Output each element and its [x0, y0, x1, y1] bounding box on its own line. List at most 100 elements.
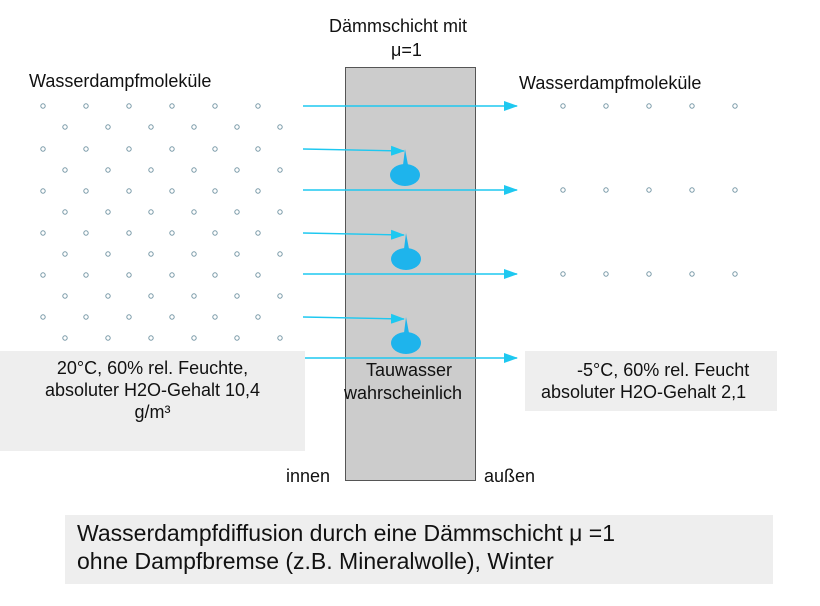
molecule-dot: [255, 188, 261, 194]
molecule-dot: [255, 146, 261, 152]
molecule-dot: [83, 272, 89, 278]
molecule-dot: [126, 230, 132, 236]
molecule-dot: [40, 230, 46, 236]
molecule-dot: [603, 103, 609, 109]
molecule-dot: [191, 124, 197, 130]
condensation-line1: Tauwasser: [366, 360, 453, 380]
molecule-dot: [126, 146, 132, 152]
molecule-dot: [646, 271, 652, 277]
molecule-dot: [191, 209, 197, 215]
inside-label: innen: [286, 466, 331, 486]
left-conditions-box: 20°C, 60% rel. Feuchte, absoluter H2O-Ge…: [0, 351, 305, 451]
right-molecules-label: Wasserdampfmoleküle: [519, 73, 702, 93]
water-droplet: [391, 248, 421, 270]
molecule-dot: [277, 293, 283, 299]
molecule-dot: [126, 272, 132, 278]
molecule-dot: [689, 103, 695, 109]
molecule-dot: [40, 103, 46, 109]
molecule-dot: [689, 187, 695, 193]
molecule-dot: [148, 209, 154, 215]
left-conditions-line2: absoluter H2O-Gehalt 10,4: [44, 380, 261, 400]
molecule-dot: [732, 187, 738, 193]
molecule-dot: [212, 314, 218, 320]
droplet-tail: [404, 233, 409, 249]
molecule-dot: [148, 167, 154, 173]
molecule-dot: [234, 251, 240, 257]
molecule-dot: [603, 271, 609, 277]
molecule-dot: [560, 271, 566, 277]
molecule-dot: [234, 124, 240, 130]
left-conditions-line3: g/m³: [134, 402, 171, 422]
molecule-dot: [255, 314, 261, 320]
molecule-dot: [732, 103, 738, 109]
molecule-dot: [62, 293, 68, 299]
right-conditions-box: -5°C, 60% rel. Feucht absoluter H2O-Geha…: [525, 351, 777, 411]
molecule-dot: [212, 146, 218, 152]
molecule-dot: [277, 335, 283, 341]
condensation-arrow: [302, 313, 405, 324]
molecule-dot: [255, 272, 261, 278]
molecule-dot: [148, 251, 154, 257]
molecule-dot: [255, 103, 261, 109]
molecule-dot: [277, 124, 283, 130]
molecule-dot: [169, 146, 175, 152]
molecule-dot: [169, 272, 175, 278]
left-molecules-label: Wasserdampfmoleküle: [29, 71, 212, 91]
molecule-dot: [83, 146, 89, 152]
molecule-dot: [105, 209, 111, 215]
outside-label: außen: [484, 466, 536, 486]
droplet-tail: [404, 317, 409, 333]
molecule-dot: [169, 103, 175, 109]
molecule-dot: [560, 187, 566, 193]
right-conditions-line1: -5°C, 60% rel. Feucht: [577, 360, 750, 380]
molecule-dot: [234, 335, 240, 341]
molecule-dot: [126, 103, 132, 109]
molecule-dot: [234, 209, 240, 215]
droplet-tail: [403, 149, 408, 165]
molecule-dot: [212, 230, 218, 236]
molecule-dot: [277, 167, 283, 173]
molecule-dot: [62, 167, 68, 173]
molecule-dot: [105, 293, 111, 299]
molecule-dot: [83, 188, 89, 194]
molecule-dot: [191, 335, 197, 341]
molecule-dot: [83, 230, 89, 236]
molecule-dot: [212, 188, 218, 194]
right-conditions-line2: absoluter H2O-Gehalt 2,1: [541, 382, 747, 402]
molecule-dot: [105, 124, 111, 130]
molecule-dot: [277, 251, 283, 257]
molecule-dot: [191, 293, 197, 299]
molecule-dot: [126, 314, 132, 320]
molecule-dot: [83, 103, 89, 109]
molecule-dot: [62, 124, 68, 130]
molecule-dot: [62, 209, 68, 215]
condensation-line2: wahrscheinlich: [344, 383, 463, 403]
molecule-dot: [277, 209, 283, 215]
layer-title-line1: Dämmschicht mit: [329, 16, 468, 36]
molecule-dot: [169, 188, 175, 194]
molecule-dot: [105, 167, 111, 173]
molecule-dot: [62, 335, 68, 341]
molecule-dot: [234, 293, 240, 299]
condensation-arrow: [302, 229, 405, 240]
caption-line1: Wasserdampfdiffusion durch eine Dämmschi…: [77, 520, 616, 546]
molecule-dot: [689, 271, 695, 277]
molecule-dot: [732, 271, 738, 277]
water-droplet: [390, 164, 420, 186]
caption-line2: ohne Dampfbremse (z.B. Mineralwolle), Wi…: [77, 548, 554, 574]
condensation-arrow: [302, 145, 405, 156]
molecule-dot: [62, 251, 68, 257]
molecule-dot: [83, 314, 89, 320]
molecule-dot: [148, 293, 154, 299]
molecule-dot: [169, 230, 175, 236]
molecule-dot: [234, 167, 240, 173]
molecule-dot: [105, 335, 111, 341]
molecule-dot: [40, 272, 46, 278]
molecule-dot: [212, 103, 218, 109]
caption-box: Wasserdampfdiffusion durch eine Dämmschi…: [65, 515, 773, 584]
molecule-dot: [191, 167, 197, 173]
molecule-dot: [148, 335, 154, 341]
molecule-dot: [126, 188, 132, 194]
left-conditions-line1: 20°C, 60% rel. Feuchte,: [56, 358, 249, 378]
